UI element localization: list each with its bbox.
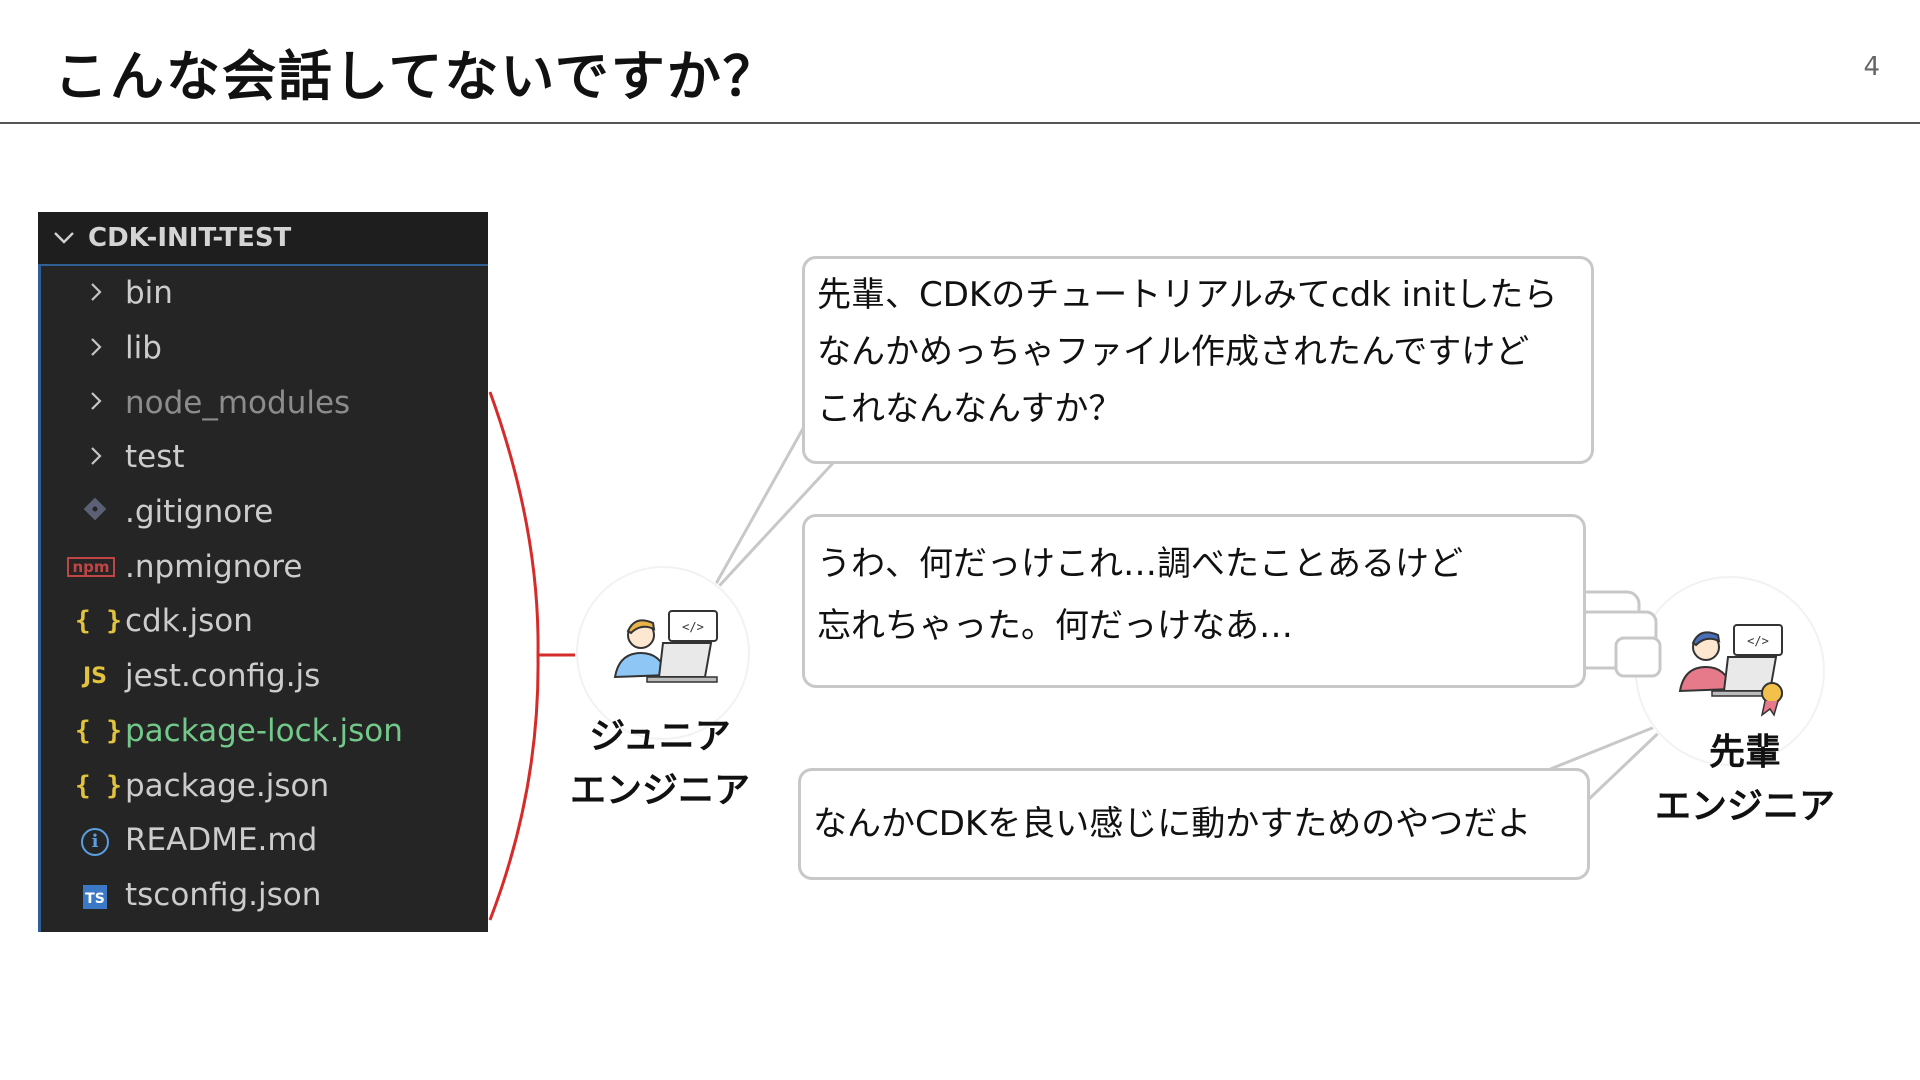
thought-bubble-senior: うわ、何だっけこれ…調べたことあるけど 忘れちゃった。何だっけなあ… xyxy=(802,514,1586,688)
tree-item-test[interactable]: test xyxy=(41,430,488,485)
json-icon: { } xyxy=(75,606,122,637)
tree-item-label: package.json xyxy=(125,767,330,804)
senior-engineer-avatar: </> xyxy=(1634,575,1826,767)
chevron-down-icon xyxy=(52,224,78,252)
chevron-right-icon xyxy=(81,332,111,365)
bubble-text-line: 忘れちゃった。何だっけなあ… xyxy=(817,606,1293,646)
bubble-text-line: これなんなんすか？ xyxy=(817,389,1123,429)
junior-label-line1: ジュニア xyxy=(589,716,731,757)
typescript-icon: TS xyxy=(83,884,107,909)
svg-text:</>: </> xyxy=(682,620,704,634)
tree-item-npmignore[interactable]: npm .npmignore xyxy=(41,539,488,594)
tree-item-label: test xyxy=(125,439,185,476)
speech-bubble-junior-question: 先輩、CDKのチュートリアルみてcdk initしたら なんかめっちゃファイル作… xyxy=(802,256,1594,464)
explorer-root-label: CDK-INIT-TEST xyxy=(88,223,292,253)
chevron-right-icon xyxy=(81,386,111,419)
junior-engineer-avatar: </> xyxy=(575,565,751,741)
bubble-text-line: うわ、何だっけこれ…調べたことあるけど xyxy=(817,544,1463,584)
senior-engineer-label: 先輩 エンジニア xyxy=(1640,726,1850,834)
json-icon: { } xyxy=(75,770,122,801)
tree-item-label: package-lock.json xyxy=(125,712,403,749)
tree-item-label: .npmignore xyxy=(125,548,303,585)
slide-title: こんな会話してないですか？ xyxy=(54,45,779,108)
explorer-tree: bin lib node_modules test .gitignore npm xyxy=(38,266,488,932)
junior-label-line2: エンジニア xyxy=(569,770,750,811)
bubble-text-line: なんかめっちゃファイル作成されたんですけど xyxy=(817,332,1530,372)
svg-text:</>: </> xyxy=(1747,634,1769,648)
tree-item-label: node_modules xyxy=(125,384,351,421)
tree-item-package-json[interactable]: { } package.json xyxy=(41,758,488,813)
speech-bubble-senior-answer: なんかCDKを良い感じに動かすためのやつだよ xyxy=(798,768,1590,880)
git-icon xyxy=(75,496,115,529)
bubble-text-line: 先輩、CDKのチュートリアルみてcdk initしたら xyxy=(817,275,1558,315)
info-icon: i xyxy=(81,827,109,856)
junior-engineer-label: ジュニア エンジニア xyxy=(560,710,760,818)
tree-item-label: README.md xyxy=(125,822,318,859)
senior-label-line1: 先輩 xyxy=(1708,732,1781,773)
file-explorer: CDK-INIT-TEST bin lib node_modules test xyxy=(38,212,488,932)
tree-item-gitignore[interactable]: .gitignore xyxy=(41,485,488,540)
tree-item-bin[interactable]: bin xyxy=(41,266,488,321)
senior-label-line2: エンジニア xyxy=(1654,786,1835,827)
tree-item-label: tsconfig.json xyxy=(125,876,322,913)
npm-icon: npm xyxy=(67,556,115,577)
tree-item-label: jest.config.js xyxy=(125,658,321,695)
header-divider xyxy=(0,122,1920,124)
tree-item-lib[interactable]: lib xyxy=(41,321,488,376)
bubble-text-line: なんかCDKを良い感じに動かすためのやつだよ xyxy=(813,803,1532,844)
tree-item-label: lib xyxy=(125,330,162,367)
chevron-right-icon xyxy=(81,441,111,474)
tree-item-tsconfig[interactable]: TS tsconfig.json xyxy=(41,868,488,923)
tree-item-package-lock[interactable]: { } package-lock.json xyxy=(41,704,488,759)
tree-item-node-modules[interactable]: node_modules xyxy=(41,375,488,430)
explorer-root-header[interactable]: CDK-INIT-TEST xyxy=(38,212,488,266)
tree-item-label: .gitignore xyxy=(125,494,274,531)
js-icon: JS xyxy=(82,663,108,689)
json-icon: { } xyxy=(75,715,122,746)
tree-item-label: cdk.json xyxy=(125,603,253,640)
page-number: 4 xyxy=(1863,52,1880,82)
tree-item-cdk-json[interactable]: { } cdk.json xyxy=(41,594,488,649)
chevron-right-icon xyxy=(81,277,111,310)
tree-item-readme[interactable]: i README.md xyxy=(41,813,488,868)
tree-item-label: bin xyxy=(125,275,173,312)
tree-item-jest-config[interactable]: JS jest.config.js xyxy=(41,649,488,704)
